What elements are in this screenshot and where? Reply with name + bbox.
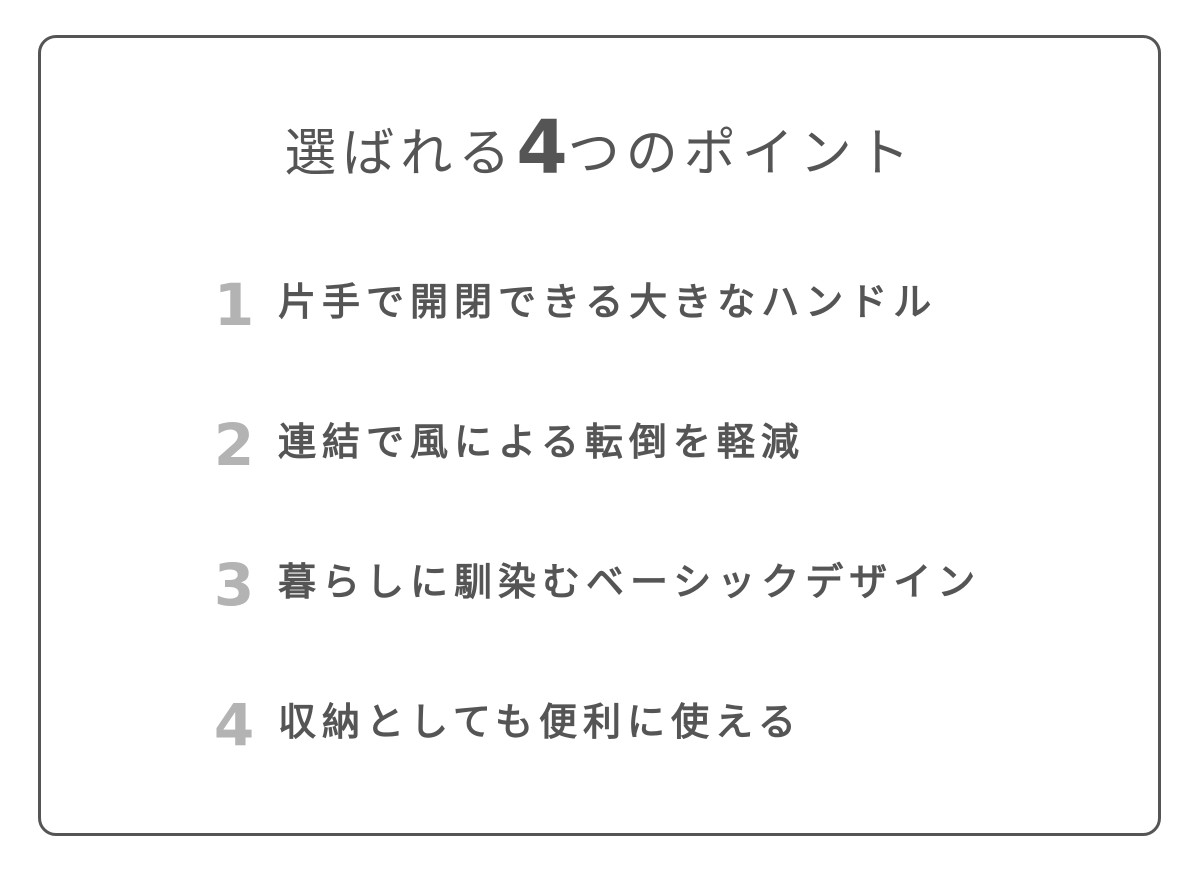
point-number: 3 <box>213 551 255 619</box>
points-frame <box>38 35 1161 836</box>
point-item-1: 1 片手で開閉できる大きなハンドル <box>208 258 938 339</box>
point-number: 1 <box>213 271 255 339</box>
point-number: 2 <box>213 411 255 479</box>
point-label: 片手で開閉できる大きなハンドル <box>278 279 938 324</box>
page-title: 選ばれる4つのポイント <box>0 108 1200 194</box>
point-item-3: 3 暮らしに馴染むベーシックデザイン <box>208 538 982 619</box>
title-number: 4 <box>516 105 568 191</box>
point-label: 収納としても便利に使える <box>278 699 802 744</box>
point-number: 4 <box>213 691 255 759</box>
point-label: 暮らしに馴染むベーシックデザイン <box>278 559 982 604</box>
point-label: 連結で風による転倒を軽減 <box>278 419 805 464</box>
title-prefix: 選ばれる <box>284 124 517 184</box>
point-item-4: 4 収納としても便利に使える <box>208 678 802 759</box>
point-item-2: 2 連結で風による転倒を軽減 <box>208 398 805 479</box>
title-suffix: つのポイント <box>567 124 916 184</box>
